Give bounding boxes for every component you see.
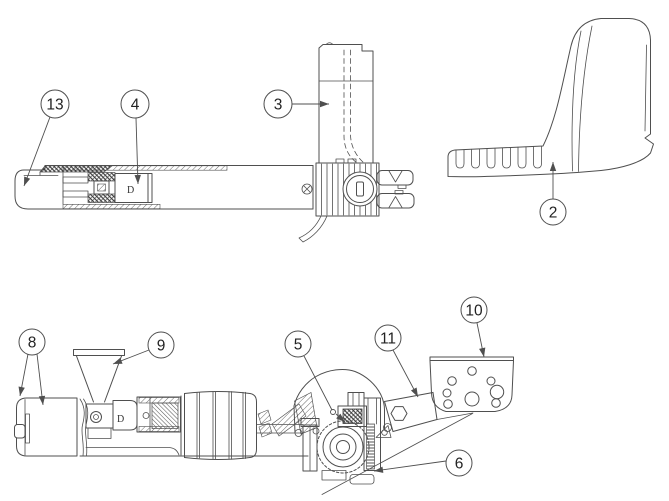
rack-housing	[363, 397, 381, 471]
callout-bubble-8	[18, 328, 46, 356]
section-mark-1: D	[117, 414, 124, 425]
callout-bubble-3	[263, 89, 293, 119]
latch-wedge	[39, 165, 114, 173]
callout-bubble-2	[539, 198, 567, 226]
link-arm	[383, 391, 474, 433]
callout-bubble-6	[445, 449, 473, 477]
callout-bubble-10	[460, 296, 488, 324]
rear-cap	[14, 397, 78, 457]
hex-hole	[390, 406, 408, 421]
jaw-prongs	[376, 170, 415, 209]
leader-arrowhead	[410, 387, 418, 397]
callout-3: 3	[263, 89, 329, 119]
grip-handle	[447, 18, 654, 178]
leader-arrowhead	[320, 100, 329, 108]
ribbed-collar	[180, 391, 257, 460]
callout-5: 5	[284, 330, 346, 423]
leader-arrowhead	[24, 176, 31, 186]
callout-6: 6	[373, 449, 473, 477]
callout-number-13: 13	[46, 97, 63, 114]
callout-number-6: 6	[455, 456, 464, 473]
callout-number-5: 5	[294, 337, 303, 354]
leader-arrowhead	[113, 357, 123, 364]
mounting-plate	[429, 356, 514, 412]
callout-bubble-5	[284, 330, 312, 358]
callout-layer: 13 4 3 2 8 9 5 11 10 6 D D	[18, 89, 567, 477]
leader-arrowhead	[18, 386, 25, 396]
dome-outline	[293, 368, 385, 434]
auger-cartridge	[136, 396, 181, 433]
lower-assembly	[14, 349, 514, 495]
internal-piston	[62, 172, 153, 203]
callout-number-9: 9	[157, 338, 166, 355]
callout-8: 8	[18, 328, 46, 406]
callout-13: 13	[23, 89, 70, 187]
callout-number-11: 11	[380, 331, 396, 348]
callout-bubble-11	[374, 324, 402, 352]
support-rod	[321, 413, 473, 495]
leader-line	[373, 460, 447, 472]
auger-screw	[151, 402, 179, 429]
hopper	[73, 349, 125, 403]
spool-flange-bottom	[87, 193, 116, 203]
lower-jaw	[376, 193, 415, 209]
barrel-neck	[79, 398, 85, 457]
leader-arrowhead	[374, 466, 384, 473]
section-mark-0: D	[127, 185, 134, 196]
handle-inner-contour	[571, 30, 582, 172]
leader-line	[135, 117, 139, 185]
leader-dot	[330, 409, 336, 415]
ribbed-head	[298, 158, 380, 243]
callout-number-4: 4	[131, 97, 140, 114]
leader-line	[23, 116, 51, 187]
spool-flange-top	[87, 172, 116, 182]
tube-wall-hatch-bottom	[62, 204, 161, 210]
handle-rib-slots	[455, 145, 542, 169]
motor-housing	[318, 42, 374, 164]
leader-arrowhead	[134, 174, 141, 184]
callout-4: 4	[120, 89, 150, 185]
callout-2: 2	[539, 162, 567, 226]
upper-jaw	[376, 170, 414, 186]
callout-bubble-13	[40, 89, 70, 119]
leader-line	[303, 355, 334, 413]
leader-arrowhead	[479, 347, 486, 357]
callout-number-3: 3	[274, 97, 283, 114]
leader-arrowhead	[336, 413, 345, 422]
upper-assembly	[14, 42, 415, 243]
callout-11: 11	[374, 324, 419, 398]
upper-tube	[14, 165, 314, 210]
callout-bubble-4	[120, 89, 150, 119]
leader-arrowhead	[38, 395, 46, 405]
head-strap	[298, 215, 328, 243]
leader-arrowhead	[549, 162, 557, 171]
callout-number-2: 2	[549, 205, 558, 222]
callout-number-10: 10	[465, 303, 483, 320]
callout-bubble-9	[147, 331, 175, 359]
callout-9: 9	[112, 331, 175, 365]
head-wedge	[294, 391, 318, 435]
gear-wheel	[316, 420, 370, 474]
tube-screw	[301, 183, 313, 195]
callout-number-8: 8	[28, 335, 37, 352]
gear-head	[293, 368, 392, 485]
callout-10: 10	[460, 296, 488, 358]
drive-frame	[85, 400, 138, 439]
